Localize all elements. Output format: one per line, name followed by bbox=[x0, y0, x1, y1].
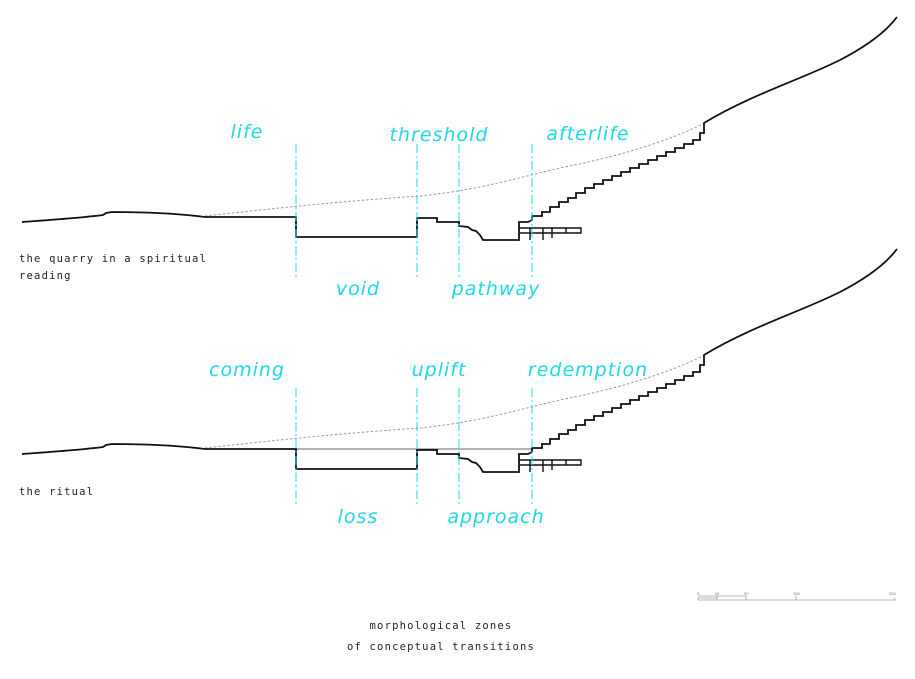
caption-ritual: the ritual bbox=[19, 486, 94, 498]
label-afterlife: afterlife bbox=[546, 123, 629, 145]
terrain-profile bbox=[21, 248, 898, 473]
zone-dividers bbox=[295, 388, 533, 504]
original-ground-line bbox=[204, 354, 706, 449]
terrain-ledge-detail bbox=[519, 227, 582, 240]
label-approach: approach bbox=[447, 506, 544, 528]
scale-bar-segments bbox=[697, 595, 896, 601]
caption-quarry-line2: reading bbox=[19, 270, 72, 282]
label-coming: coming bbox=[209, 359, 285, 381]
label-life: life bbox=[231, 121, 264, 143]
label-pathway: pathway bbox=[451, 278, 541, 300]
terrain-ledge-detail bbox=[519, 459, 582, 472]
section-bottom: coming uplift redemption loss approach t… bbox=[19, 248, 898, 528]
scale-tick-20: 20 bbox=[715, 592, 719, 596]
original-ground-line bbox=[204, 122, 706, 217]
scale-tick-0: 0 bbox=[697, 592, 699, 596]
caption-quarry-line1: the quarry in a spiritual bbox=[19, 253, 207, 265]
zone-dividers bbox=[295, 144, 533, 278]
scale-bar: 0 20 50 100 200 bbox=[697, 592, 896, 601]
footer-title-line1: morphological zones bbox=[370, 620, 513, 632]
scale-tick-100: 100 bbox=[793, 592, 800, 596]
label-redemption: redemption bbox=[528, 359, 648, 381]
footer-title-line2: of conceptual transitions bbox=[347, 641, 535, 653]
scale-tick-200: 200 bbox=[889, 592, 896, 596]
section-top: life threshold afterlife void pathway th… bbox=[19, 16, 898, 300]
label-loss: loss bbox=[338, 506, 379, 528]
label-void: void bbox=[336, 278, 380, 300]
scale-tick-50: 50 bbox=[744, 592, 748, 596]
label-uplift: uplift bbox=[412, 359, 467, 381]
label-threshold: threshold bbox=[390, 124, 489, 146]
terrain-profile bbox=[21, 16, 898, 241]
